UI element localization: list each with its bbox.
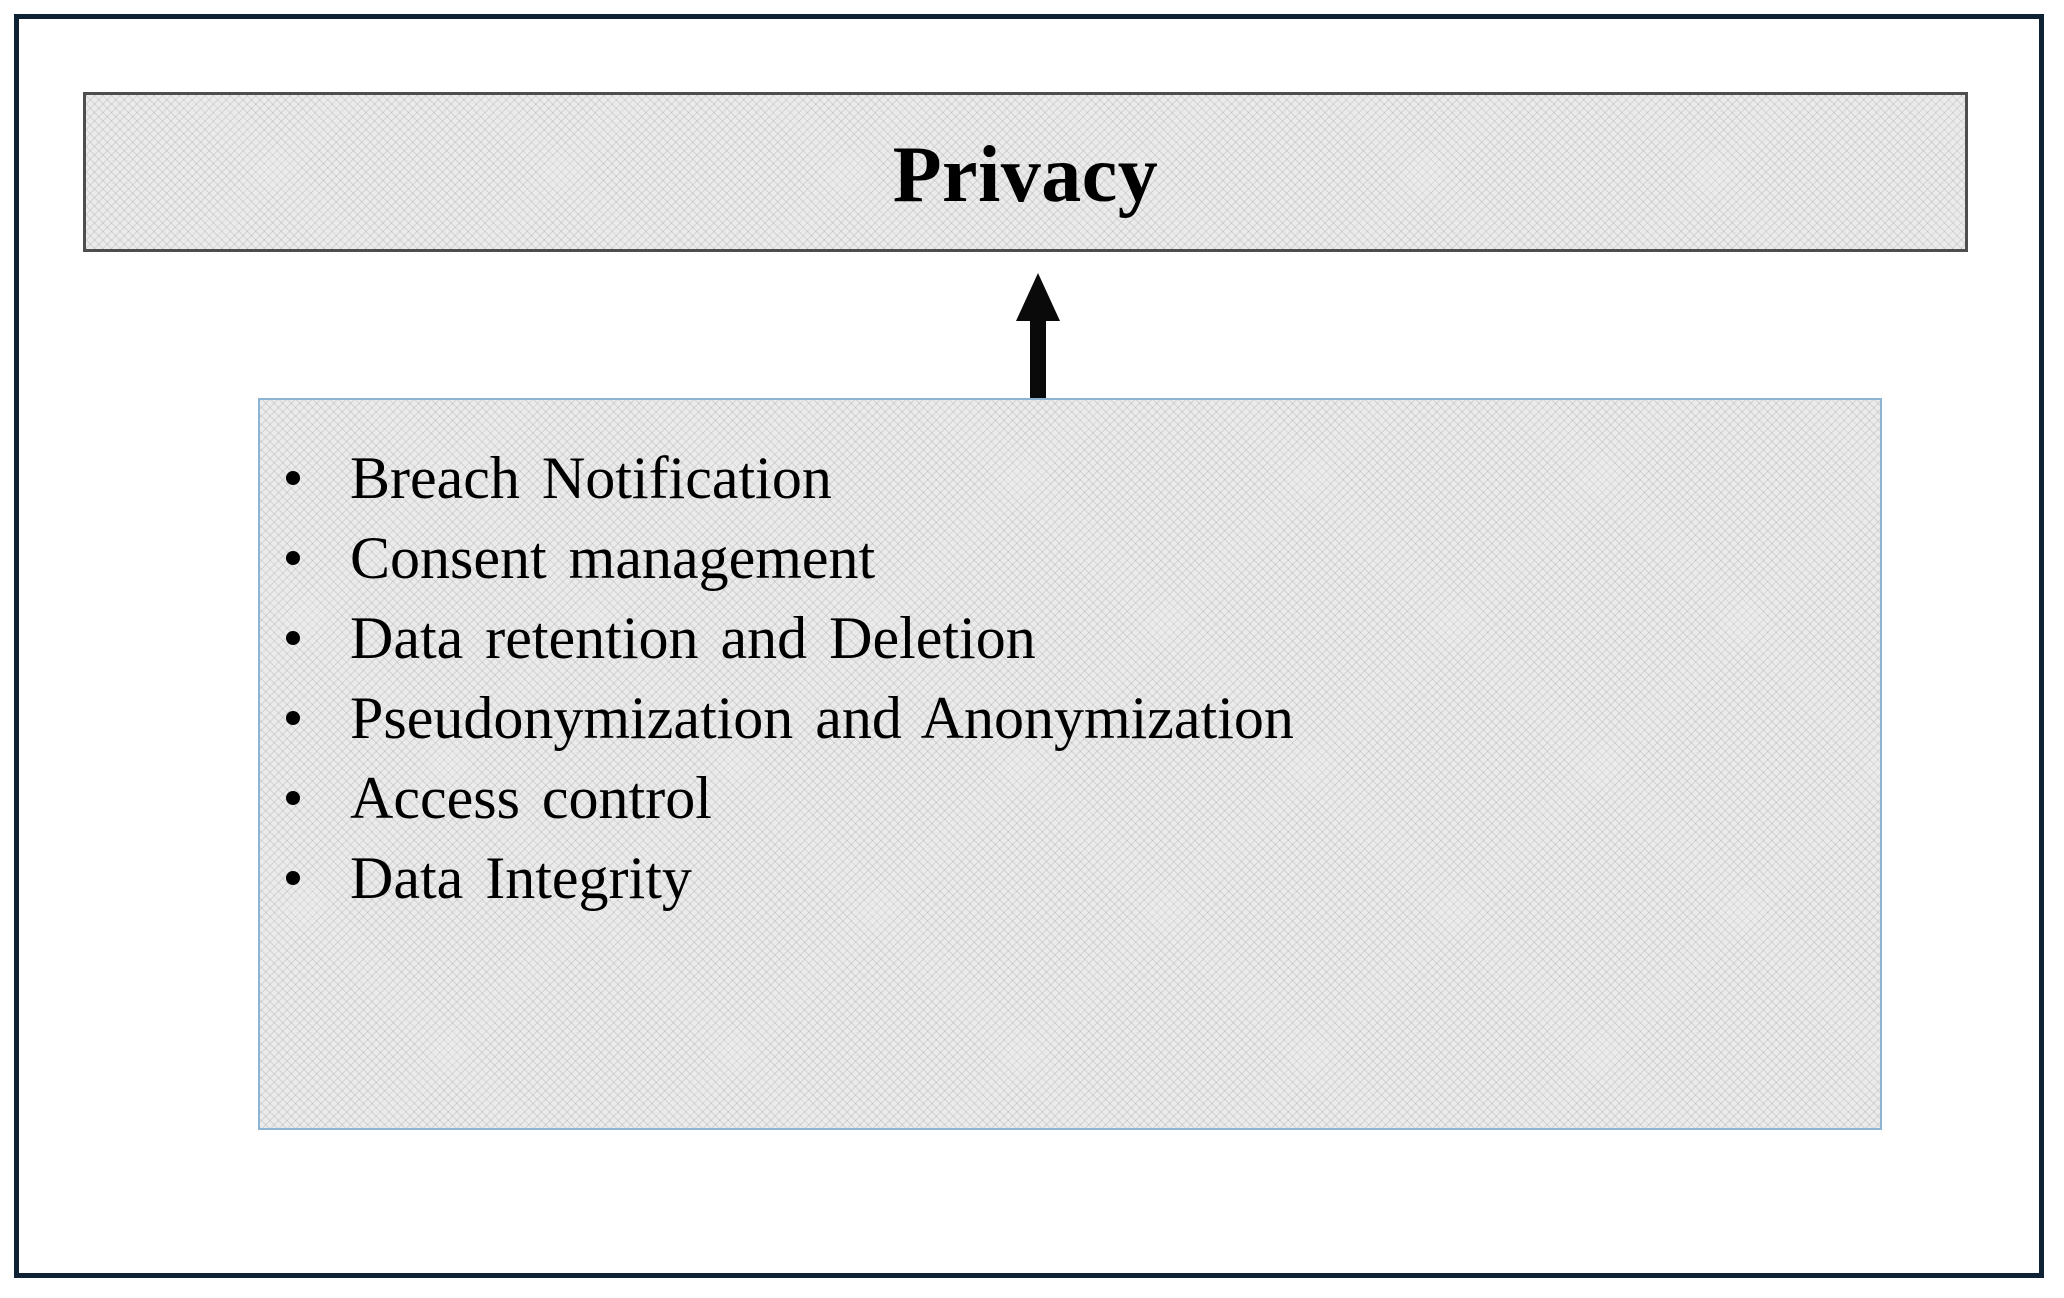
list-item: Data Integrity xyxy=(260,838,1840,918)
bullet-icon xyxy=(286,791,300,805)
list-item-label: Data Integrity xyxy=(350,845,692,911)
list-item-label: Breach Notification xyxy=(350,445,832,511)
list-item-label: Pseudonymization and Anonymization xyxy=(350,685,1294,751)
list-item: Breach Notification xyxy=(260,438,1840,518)
bullet-icon xyxy=(286,871,300,885)
bullet-icon xyxy=(286,471,300,485)
privacy-controls-list: Breach Notification Consent management D… xyxy=(260,438,1840,918)
list-item: Access control xyxy=(260,758,1840,838)
bullet-icon xyxy=(286,631,300,645)
list-item-label: Data retention and Deletion xyxy=(350,605,1036,671)
list-item: Data retention and Deletion xyxy=(260,598,1840,678)
list-item: Pseudonymization and Anonymization xyxy=(260,678,1840,758)
list-item-label: Access control xyxy=(350,765,712,831)
privacy-header-box: Privacy xyxy=(83,92,1968,252)
up-arrow-icon xyxy=(1016,273,1060,400)
list-item: Consent management xyxy=(260,518,1840,598)
privacy-title: Privacy xyxy=(892,131,1159,219)
diagram-outer-frame xyxy=(14,14,2044,1278)
bullet-icon xyxy=(286,711,300,725)
privacy-controls-box: Breach Notification Consent management D… xyxy=(258,398,1882,1130)
list-item-label: Consent management xyxy=(350,525,876,591)
bullet-icon xyxy=(286,551,300,565)
